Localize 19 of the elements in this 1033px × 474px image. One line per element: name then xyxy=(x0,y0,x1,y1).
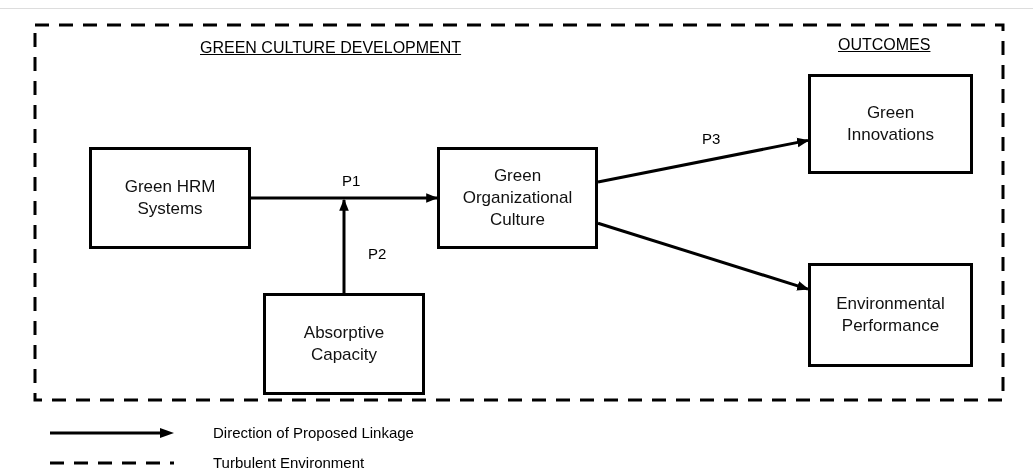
section-heading: OUTCOMES xyxy=(838,35,931,55)
arrow xyxy=(597,137,810,184)
legend-label: Turbulent Environment xyxy=(213,454,365,472)
process-box xyxy=(263,293,425,395)
box-label: Environmental Performance xyxy=(835,293,946,337)
arrow xyxy=(339,198,349,293)
legend-label: Direction of Proposed Linkage xyxy=(213,424,414,442)
dashed-boundary xyxy=(33,23,1005,402)
arrow xyxy=(597,221,810,291)
process-box xyxy=(89,147,251,249)
process-box xyxy=(437,147,598,249)
process-box xyxy=(808,74,973,174)
arrow xyxy=(251,193,439,203)
process-box xyxy=(808,263,973,367)
section-heading: GREEN CULTURE DEVELOPMENT xyxy=(200,38,462,58)
box-label: Green HRM Systems xyxy=(123,176,217,220)
box-label: Green Innovations xyxy=(846,102,935,146)
box-label: Absorptive Capacity xyxy=(302,322,386,366)
box-label: Green Organizational Culture xyxy=(461,165,574,231)
